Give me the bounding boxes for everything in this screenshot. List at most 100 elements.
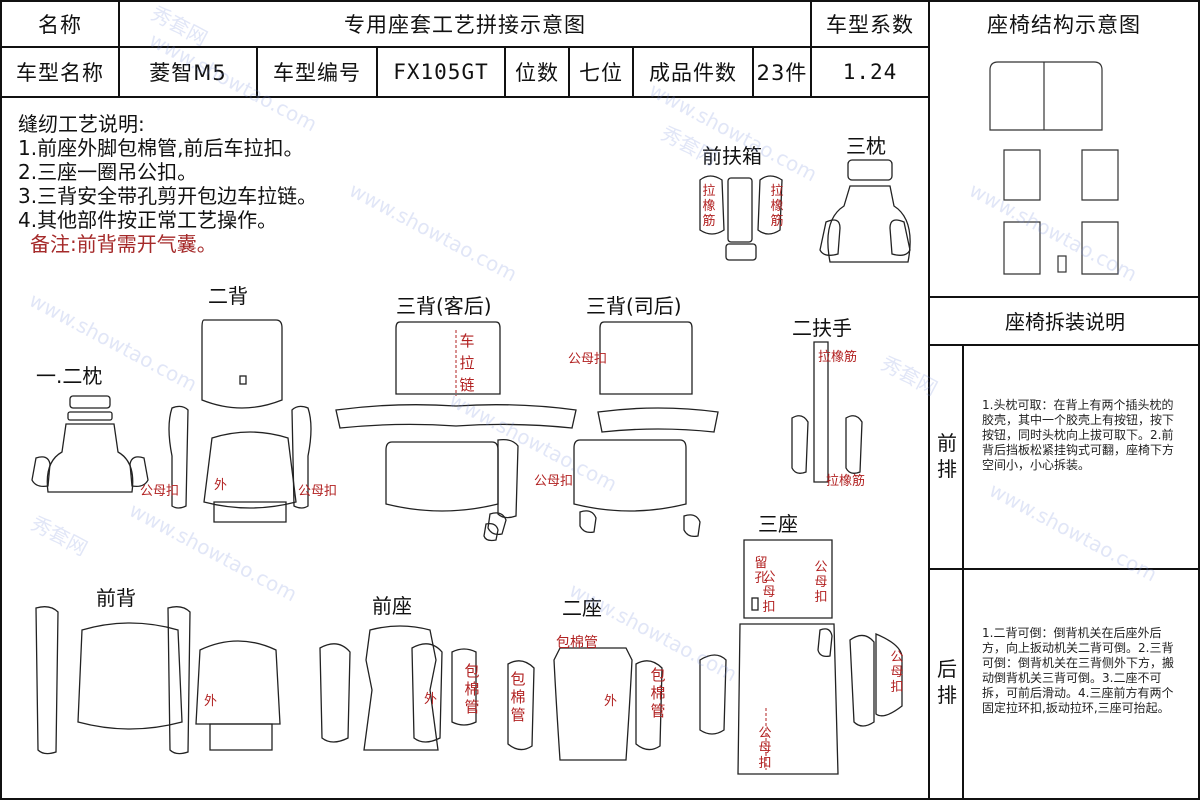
- label-wrap-tube: 包棉管: [464, 662, 480, 716]
- note-remark: 备注:前背需开气囊。: [30, 232, 217, 256]
- coef-label: 车型系数: [826, 13, 914, 37]
- label-outer: 外: [204, 694, 218, 709]
- third-back-driver-upper: [599, 321, 693, 395]
- right-panel-divider: [928, 0, 930, 800]
- label-pull-elastic: 拉橡筋: [702, 184, 716, 229]
- struct-rear-bench: [989, 61, 1103, 131]
- section-second-armrest: 二扶手: [792, 316, 852, 340]
- second-armrest-left-side: [791, 415, 809, 474]
- border-top: [0, 0, 1200, 2]
- front-back-left-side: [35, 606, 59, 755]
- label-hole: 留孔: [754, 556, 768, 586]
- front-armrest-right-piece: [757, 175, 783, 235]
- third-back-driver-lower: [573, 439, 687, 512]
- label-wrap-tube: 包棉管: [556, 635, 598, 651]
- note-item: 4.其他部件按正常工艺操作。: [18, 208, 278, 232]
- border-right: [1198, 0, 1200, 800]
- section-front-armrest-box: 前扶箱: [702, 144, 762, 168]
- label-outer: 外: [604, 694, 618, 709]
- third-seat-left-side: [699, 654, 727, 735]
- struct-seat-left-2: [1003, 221, 1041, 275]
- grid-line-h1: [0, 46, 928, 48]
- note-item: 3.三背安全带孔剪开包边车拉链。: [18, 184, 318, 208]
- section-first-second-headrest: 一.二枕: [36, 364, 103, 388]
- front-seat-center: [363, 625, 439, 751]
- third-headrest-top: [847, 159, 893, 181]
- front-seat-left-side: [319, 643, 351, 743]
- section-second-back: 二背: [208, 284, 248, 308]
- label-outer: 外: [424, 692, 438, 707]
- third-back-driver-bottom-left: [579, 510, 597, 534]
- third-back-guest-upper: [395, 321, 501, 395]
- third-seat-right-flap: [875, 633, 903, 717]
- seats-value: 七位: [579, 61, 623, 85]
- section-third-headrest: 三枕: [846, 134, 886, 158]
- front-seat-right-side: [411, 643, 443, 743]
- notes-title: 缝纫工艺说明:: [18, 112, 145, 136]
- front-row-label: 前排: [937, 431, 957, 481]
- code-label: 车型编号: [273, 61, 361, 85]
- sewing-notes: 缝纫工艺说明: 1.前座外脚包棉管,前后车拉扣。 2.三座一圈吊公扣。 3.三背…: [18, 112, 317, 256]
- headrest12-left-side: [31, 456, 51, 488]
- second-armrest-right-side: [845, 415, 863, 474]
- label-male-female-snap: 公母扣: [758, 726, 772, 771]
- second-seat-right-side: [635, 660, 663, 751]
- label-wrap-tube: 包棉管: [650, 666, 666, 720]
- front-row-instructions: 1.头枕可取：在背上有两个插头枕的胶壳，其中一个胶壳上有按钮，按下按钮，同时头枕…: [982, 398, 1175, 472]
- grid-line-h2: [0, 96, 928, 98]
- headrest12-strip: [67, 411, 113, 421]
- struct-title: 座椅结构示意图: [987, 13, 1141, 37]
- rear-row-label: 后排: [937, 657, 957, 707]
- right-grid-v1: [962, 344, 964, 800]
- label-pull-elastic: 拉橡筋: [770, 184, 784, 229]
- third-back-guest-lower: [385, 441, 499, 512]
- label-wrap-tube: 包棉管: [510, 670, 526, 724]
- grid-line-v2: [810, 0, 812, 96]
- headrest12-main: [46, 423, 134, 493]
- label-male-female-snap: 公母扣: [814, 560, 828, 605]
- second-back-left-side: [168, 405, 189, 509]
- label-zipper: 车拉链: [459, 332, 475, 394]
- rear-row-instructions: 1.二背可倒：倒背机关在后座外后方，向上扳动机关二背可倒。2.三背可倒：倒背机关…: [982, 626, 1175, 715]
- third-back-guest-piece2: [483, 522, 499, 542]
- front-seat-tube-strip: [451, 648, 477, 726]
- third-back-guest-side: [497, 438, 519, 519]
- label-male-female-snap: 公母扣: [534, 474, 574, 489]
- coef-value: 1.24: [842, 60, 898, 84]
- headrest12-right-side: [129, 456, 149, 488]
- third-seat-marker: [751, 597, 759, 611]
- pieces-value: 23件: [756, 61, 808, 85]
- label-male-female-snap: 公母扣: [140, 484, 180, 499]
- struct-seat-right-1: [1081, 149, 1119, 201]
- grid-line-v3: [256, 46, 258, 96]
- second-back-upper: [201, 319, 283, 409]
- section-front-back: 前背: [96, 586, 136, 610]
- code-value: FX105GT: [393, 60, 489, 84]
- section-third-back-driver: 三背(司后): [586, 294, 682, 318]
- model-label: 车型名称: [16, 61, 104, 85]
- struct-gap-block: [1057, 255, 1067, 273]
- front-armrest-center-piece: [727, 177, 753, 243]
- pieces-label: 成品件数: [649, 61, 737, 85]
- struct-seat-right-2: [1081, 221, 1119, 275]
- right-grid-h3: [930, 568, 1200, 570]
- second-back-marker: [239, 375, 247, 385]
- third-headrest-left-side: [819, 219, 841, 256]
- front-armrest-bottom-piece: [725, 243, 757, 261]
- third-seat-main: [737, 623, 839, 775]
- sheet-title: 专用座套工艺拼接示意图: [344, 13, 586, 37]
- right-grid-h2: [930, 344, 1200, 346]
- front-back-center: [77, 622, 183, 730]
- third-back-driver-bottom-right: [683, 514, 701, 538]
- second-seat-center: [553, 647, 633, 761]
- third-back-driver-strip: [597, 407, 719, 433]
- second-back-right-side: [291, 405, 312, 509]
- third-headrest-right-side: [889, 219, 911, 256]
- model-value: 菱智M5: [149, 61, 227, 85]
- headrest12-top: [69, 395, 111, 409]
- label-male-female-snap: 公母扣: [890, 650, 904, 695]
- third-seat-small-piece: [817, 628, 833, 658]
- grid-line-v4: [376, 46, 378, 96]
- border-bottom: [0, 798, 1200, 800]
